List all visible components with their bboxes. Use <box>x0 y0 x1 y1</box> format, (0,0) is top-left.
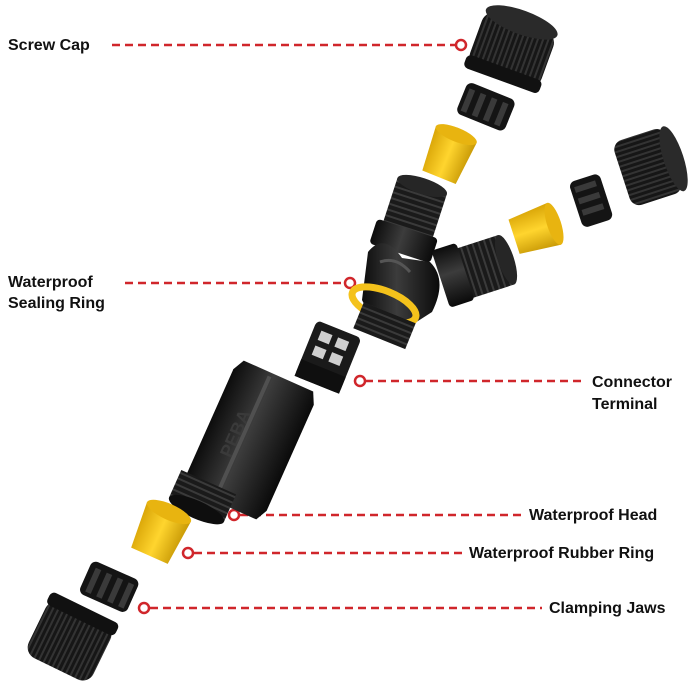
right-clamping-jaws <box>570 174 613 227</box>
marker-sealing-ring <box>343 276 357 290</box>
marker-clamping-jaws <box>137 601 151 615</box>
bottom-screw-cap <box>27 592 119 681</box>
label-waterproof-head: Waterproof Head <box>529 507 658 524</box>
leader-end-circles <box>137 38 468 615</box>
top-screw-cap <box>464 5 558 93</box>
label-clamping-jaws: Clamping Jaws <box>549 600 666 617</box>
label-connector-terminal-line2: Terminal <box>592 396 658 413</box>
label-connector-terminal-line1: Connector <box>592 374 672 391</box>
marker-connector-terminal <box>353 374 367 388</box>
bottom-clamping-jaws <box>80 561 139 612</box>
label-screw-cap: Screw Cap <box>8 37 90 54</box>
bottom-rubber-ring <box>131 499 192 564</box>
marker-screw-cap <box>454 38 468 52</box>
connector-terminal <box>294 321 360 394</box>
marker-rubber-ring <box>181 546 195 560</box>
label-sealing-ring-line2: Sealing Ring <box>8 295 105 312</box>
housing-thread <box>168 470 237 525</box>
top-clamping-jaws <box>457 83 515 131</box>
right-screw-cap <box>614 126 688 206</box>
top-rubber-ring <box>422 124 477 184</box>
marker-waterproof-head <box>227 508 241 522</box>
label-sealing-ring-line1: Waterproof <box>8 274 93 291</box>
y-connector-body <box>348 174 518 350</box>
right-rubber-ring <box>508 202 564 254</box>
waterproof-head-housing: PEBA <box>186 360 314 520</box>
leader-lines <box>112 43 585 610</box>
label-rubber-ring: Waterproof Rubber Ring <box>469 545 655 562</box>
